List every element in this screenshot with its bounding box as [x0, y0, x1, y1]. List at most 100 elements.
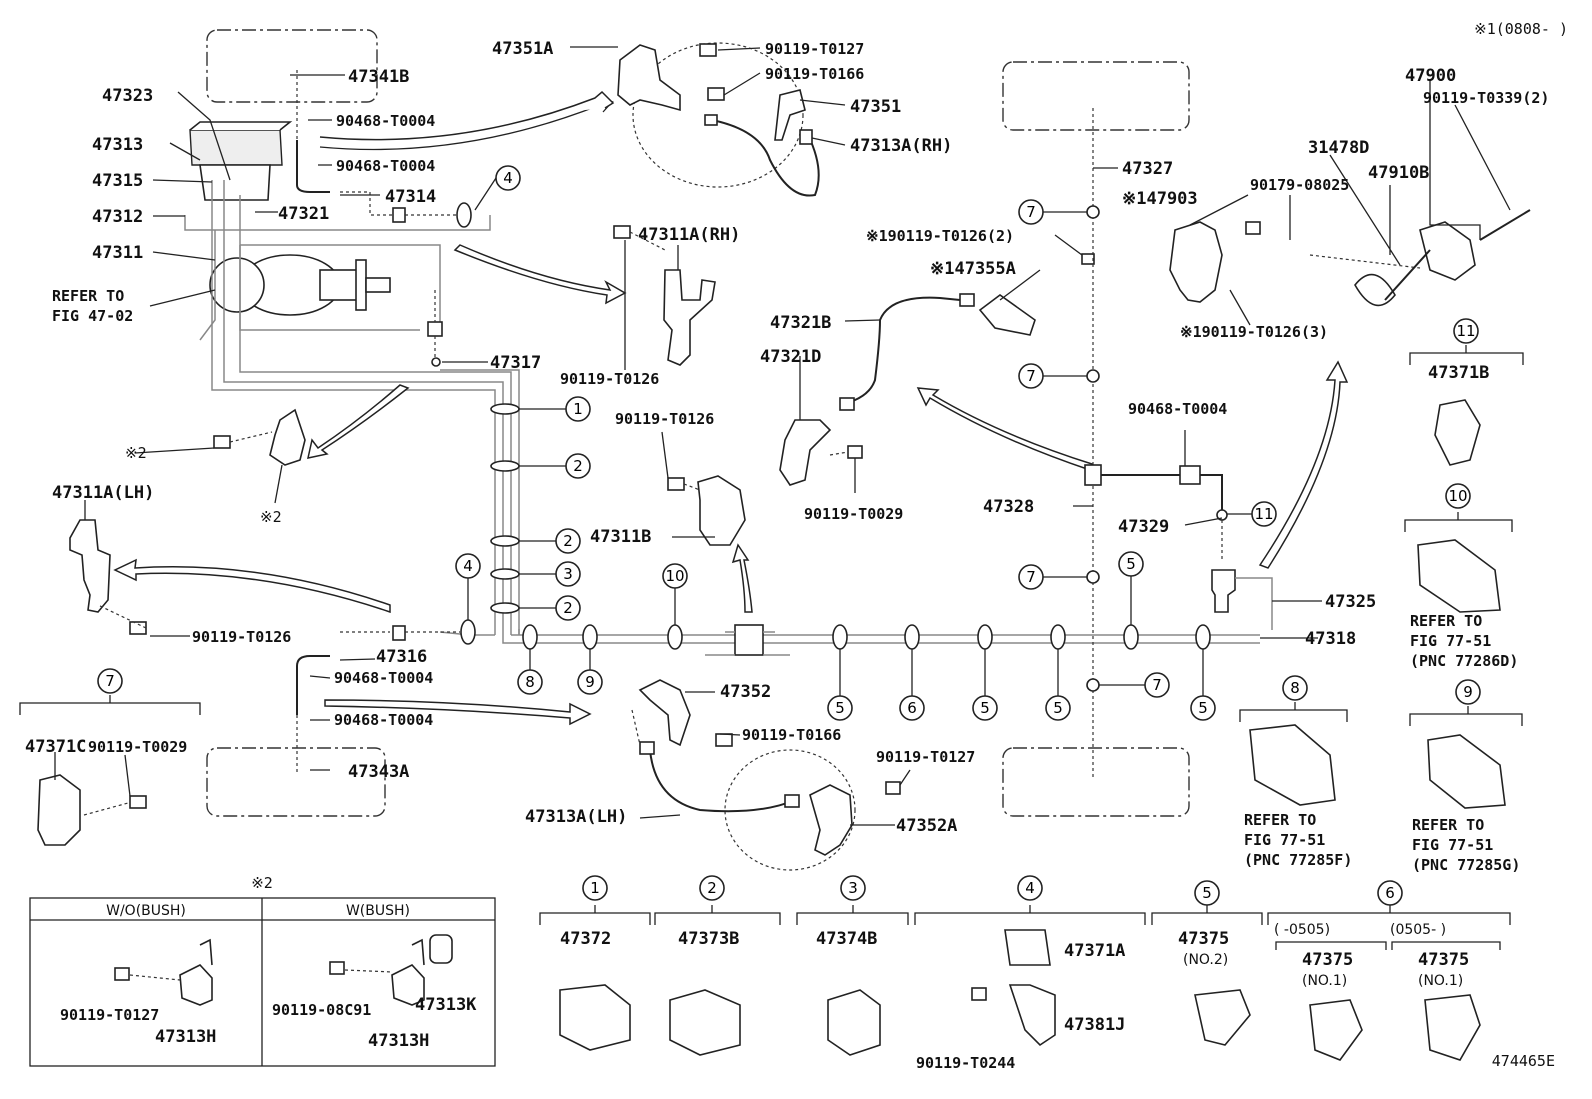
label-90119-T0126-b: 90119-T0126: [192, 628, 291, 646]
label-90468-d: 90468-T0004: [334, 711, 433, 729]
label-90119-T0029-b: 90119-T0029: [804, 505, 903, 523]
callout-3-bottom: 3: [848, 879, 858, 897]
callout-3: 3: [563, 565, 573, 583]
legend-wo-bush: W/O(BUSH): [106, 903, 186, 919]
pipe-clip-ovals: [490, 403, 1211, 650]
callout-9-mid: 9: [585, 673, 595, 691]
label-47311B: 47311B: [590, 527, 651, 547]
callout-7-group: 7: [105, 672, 115, 690]
label-90119-T0339: 90119-T0339(2): [1423, 89, 1549, 107]
label-refer-77286D-c: (PNC 77286D): [1410, 652, 1518, 670]
label-refer-77285G-b: FIG 77-51: [1412, 836, 1493, 854]
bracket-mark2-shape: [269, 408, 306, 466]
label-47316: 47316: [376, 647, 427, 667]
label-refer-77285G-a: REFER TO: [1412, 816, 1484, 834]
label-47351: 47351: [850, 97, 901, 117]
label-90179: 90179-08025: [1250, 176, 1349, 194]
label-47352: 47352: [720, 682, 771, 702]
callout-6-bottom: 6: [1385, 884, 1395, 902]
bottom-part-no1-b: (NO.1): [1418, 973, 1463, 989]
callout-5-b: 5: [980, 699, 990, 717]
bracket-47311A-RH-shape: [663, 269, 716, 366]
bracket-47311A-LH-shape: [69, 519, 111, 613]
label-47327: 47327: [1122, 159, 1173, 179]
callout-2-bottom: 2: [707, 879, 717, 897]
label-90119-T0166-b: 90119-T0166: [742, 726, 841, 744]
master-cylinder-outline-box: [206, 29, 378, 103]
label-refer-77285F-b: FIG 77-51: [1244, 831, 1325, 849]
callout-1-bottom: 1: [590, 879, 600, 897]
label-refer-77285F-a: REFER TO: [1244, 811, 1316, 829]
bottom-part-47375-no1-a: 47375: [1302, 950, 1353, 970]
label-47313: 47313: [92, 135, 143, 155]
callout-8-mid: 8: [525, 673, 535, 691]
label-47371C: 47371C: [25, 737, 86, 757]
label-47318: 47318: [1305, 629, 1356, 649]
label-47323: 47323: [102, 86, 153, 106]
legend-w-part: 47313H: [368, 1031, 429, 1051]
callout-11-mid: 11: [1254, 505, 1273, 523]
label-47321D: 47321D: [760, 347, 821, 367]
callout-5-e: 5: [1126, 555, 1136, 573]
union-47314: [392, 207, 406, 223]
label-190119-T0126-3: ※190119-T0126(3): [1180, 323, 1328, 341]
label-47312: 47312: [92, 207, 143, 227]
figure-code: 474465E: [1492, 1052, 1555, 1070]
callout-2-c: 2: [563, 599, 573, 617]
legend-parts: [114, 934, 453, 1006]
label-47317: 47317: [490, 353, 541, 373]
label-47329: 47329: [1118, 517, 1169, 537]
label-refer-77285F-c: (PNC 77285F): [1244, 851, 1352, 869]
callout-7-c: 7: [1026, 568, 1036, 586]
master-cylinder-shape: [209, 254, 391, 316]
callout-10-mid: 10: [665, 567, 684, 585]
bottom-part-47375-no2: 47375: [1178, 929, 1229, 949]
label-refer-77286D-b: FIG 77-51: [1410, 632, 1491, 650]
top-right-outline-box: [1002, 61, 1190, 131]
callout-leaders: [54, 46, 1511, 826]
label-47328: 47328: [983, 497, 1034, 517]
legend-w-bush-part: 47313K: [415, 995, 477, 1015]
bottom-part-47371A: 47371A: [1064, 941, 1125, 961]
label-90119-T0126-a: 90119-T0126: [560, 370, 659, 388]
callout-7-b: 7: [1026, 367, 1036, 385]
label-90119-T0029-a: 90119-T0029: [88, 738, 187, 756]
bottom-part-no2: (NO.2): [1183, 952, 1228, 968]
callout-1: 1: [573, 400, 583, 418]
label-47325: 47325: [1325, 592, 1376, 612]
callout-7-d: 7: [1152, 676, 1162, 694]
label-90119-T0127-b: 90119-T0127: [876, 748, 975, 766]
lower-left-outline-box: [206, 747, 386, 817]
bottom-part-47373B: 47373B: [678, 929, 739, 949]
bottom-right-outline-box: [1002, 747, 1190, 817]
callout-4-mid: 4: [463, 557, 473, 575]
callout-11-group: 11: [1456, 322, 1475, 340]
legend-wo-bolt: 90119-T0127: [60, 1006, 159, 1024]
clip-shapes-bottom: [559, 399, 1506, 1061]
label-47351A: 47351A: [492, 39, 553, 59]
label-90468-a: 90468-T0004: [336, 112, 435, 130]
label-147355A: ※147355A: [930, 259, 1016, 279]
callout-5-bottom: 5: [1202, 884, 1212, 902]
callout-4-bottom: 4: [1025, 879, 1035, 897]
label-47321B: 47321B: [770, 313, 831, 333]
diagram-labels: ※1(0808- ) 474465E 47341B 47323 47313 47…: [25, 20, 1568, 1072]
bracket-47903-shape: [1169, 221, 1223, 303]
callout-5-a: 5: [835, 699, 845, 717]
label-31478D: 31478D: [1308, 138, 1369, 158]
bottom-part-47375-no1-b: 47375: [1418, 950, 1469, 970]
label-47311A-RH: 47311A(RH): [638, 225, 740, 245]
label-refer-77285G-c: (PNC 77285G): [1412, 856, 1520, 874]
legend-wo-part: 47313H: [155, 1027, 216, 1047]
callout-9-group: 9: [1463, 683, 1473, 701]
bottom-range-a: ( -0505): [1274, 922, 1330, 938]
label-47321: 47321: [278, 204, 329, 224]
callout-5-c: 5: [1053, 699, 1063, 717]
callout-5-d: 5: [1198, 699, 1208, 717]
label-47313A-RH: 47313A(RH): [850, 136, 952, 156]
label-90468-c: 90468-T0004: [334, 669, 433, 687]
label-mark2-bracket: ※2: [260, 508, 282, 526]
label-47311A-LH: 47311A(LH): [52, 483, 154, 503]
legend-title: ※2: [251, 874, 273, 892]
